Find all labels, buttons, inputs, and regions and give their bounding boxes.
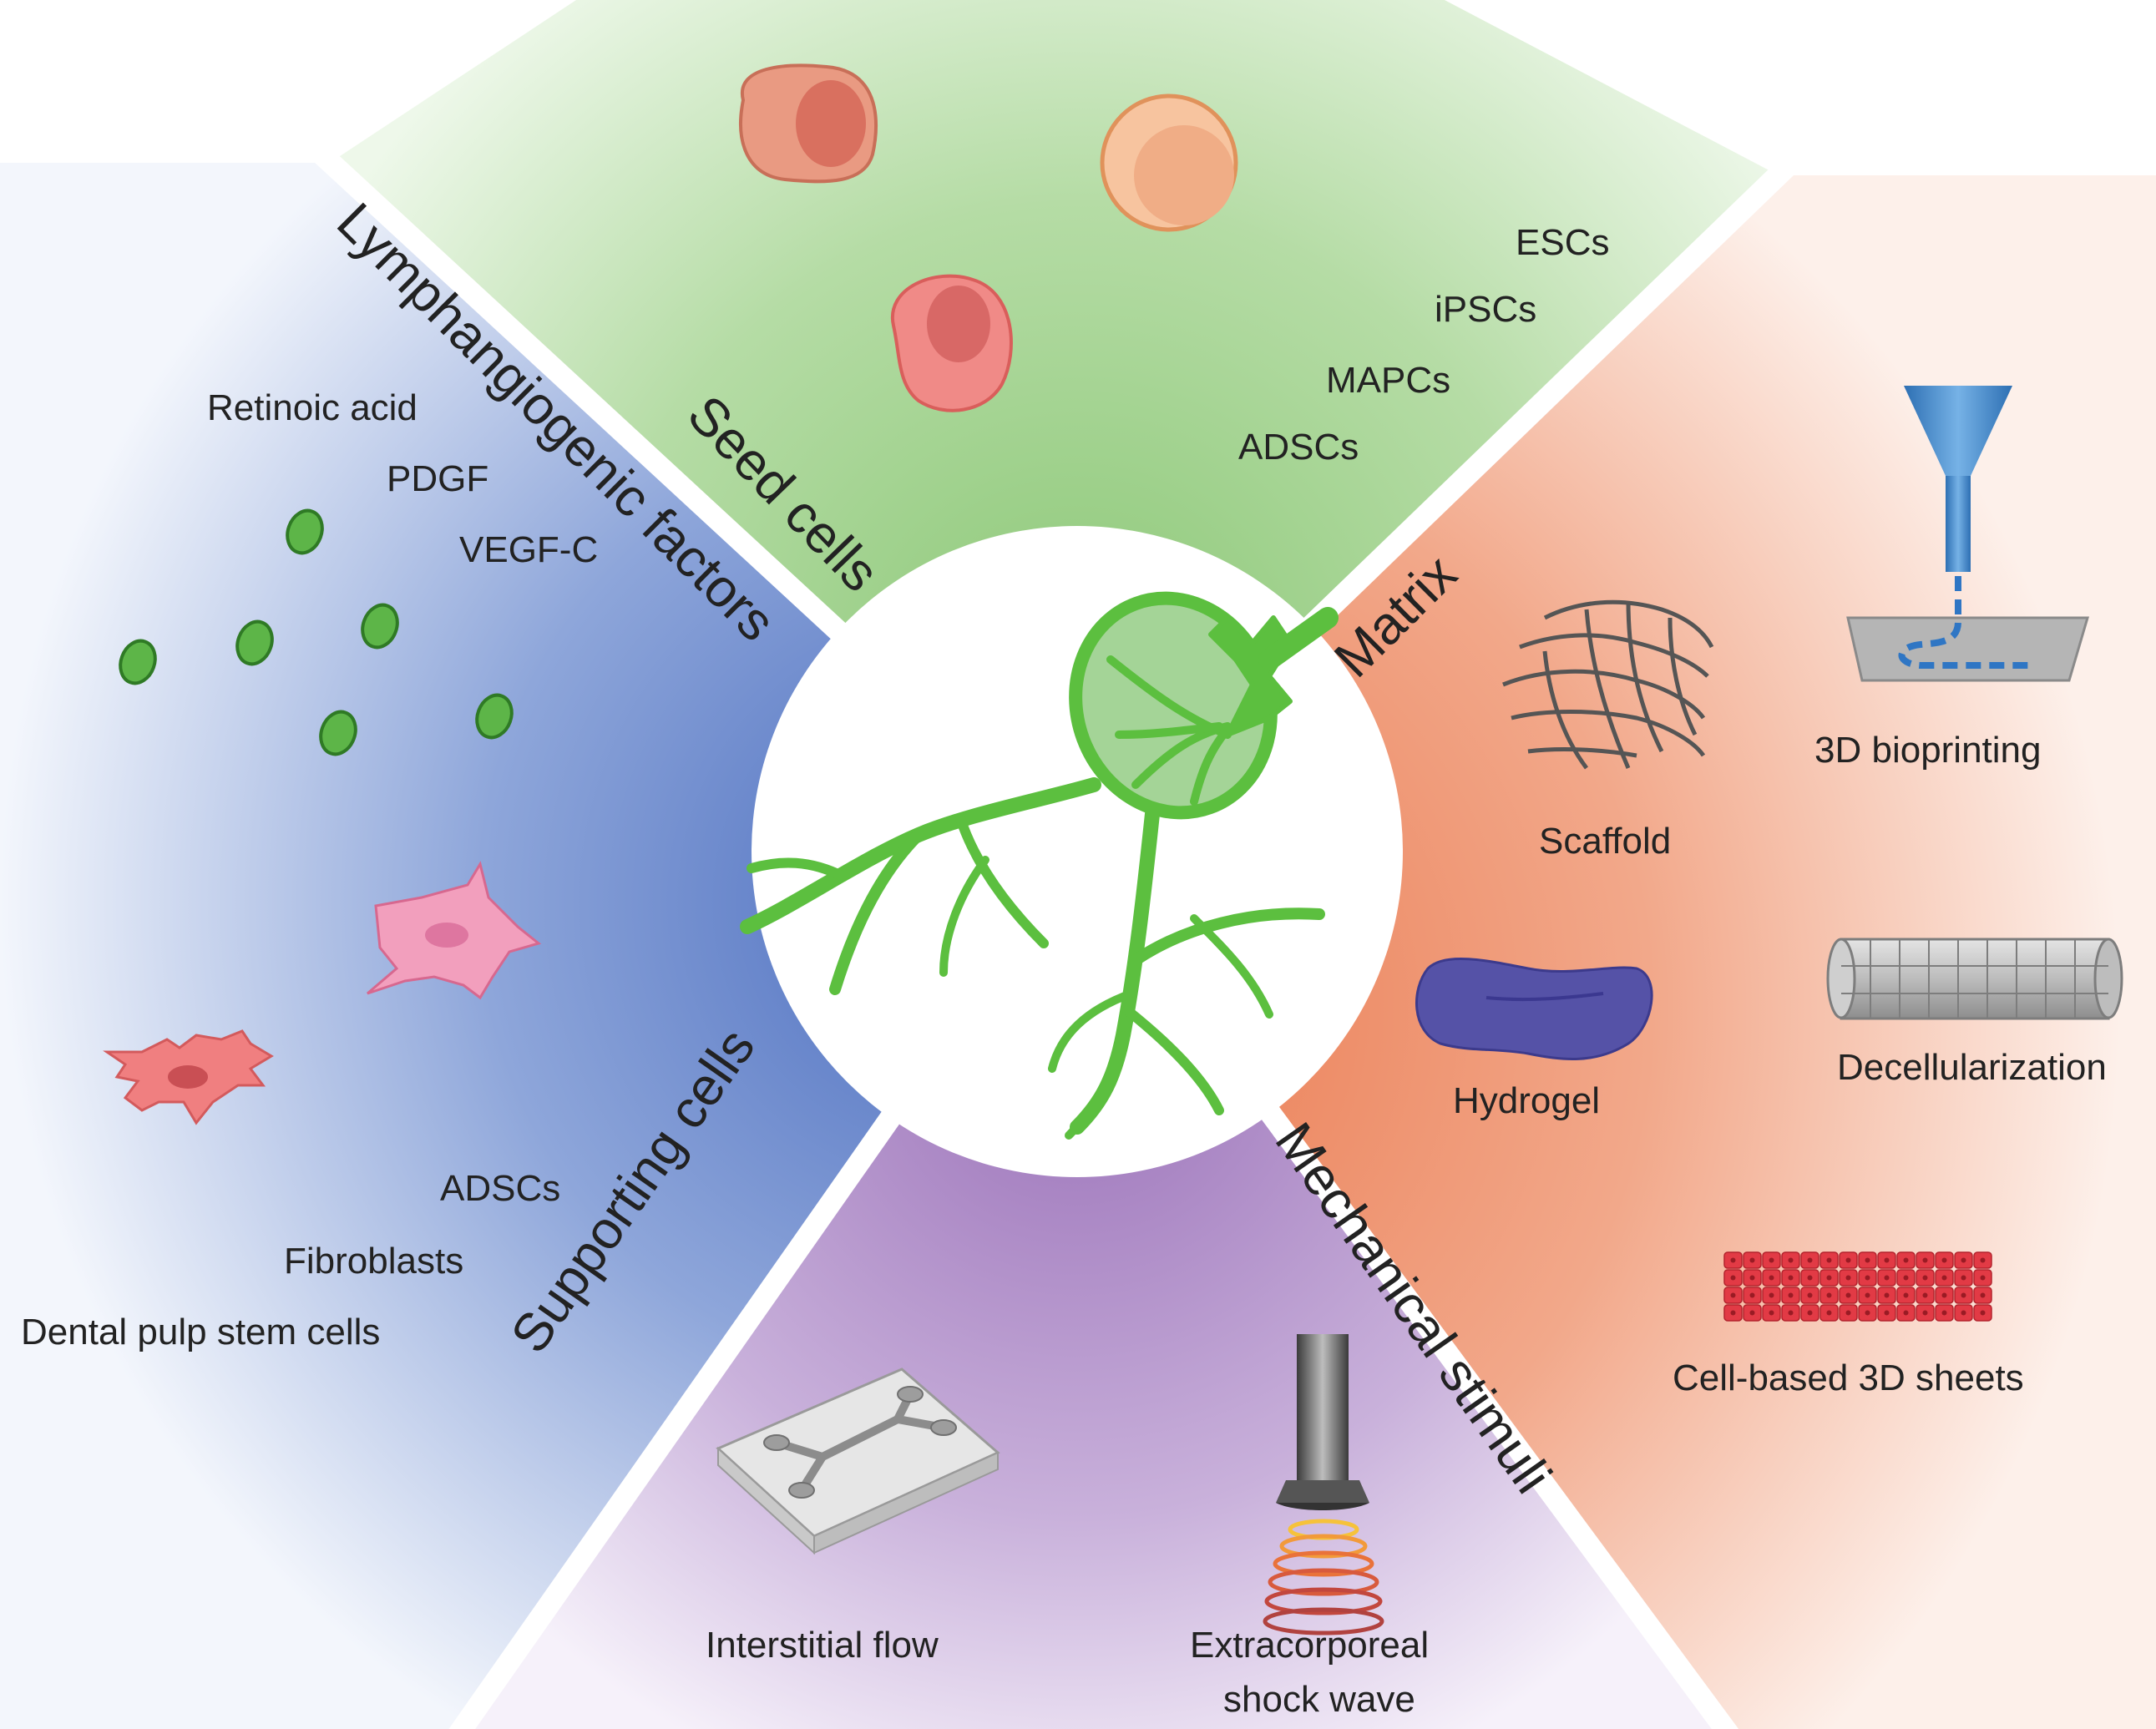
cell-sheet-nucleus <box>1749 1257 1755 1263</box>
scaffold-icon <box>1502 599 1714 770</box>
cell-sheet-icon <box>1723 1251 1992 1322</box>
mechanical-label: Extracorporeal <box>1190 1625 1429 1666</box>
cell-sheet-nucleus <box>1865 1292 1870 1298</box>
cell-sheet-nucleus <box>1769 1310 1774 1316</box>
hydrogel-icon <box>1415 957 1653 1060</box>
factor-label: PDGF <box>387 458 488 499</box>
cell-sheet-nucleus <box>1961 1257 1966 1263</box>
cell-sheet-nucleus <box>1807 1275 1813 1281</box>
cell-sheet-nucleus <box>1845 1275 1851 1281</box>
cell-sheet-nucleus <box>1826 1275 1832 1281</box>
stem-cell-icon <box>739 63 878 184</box>
cell-sheet-nucleus <box>1769 1292 1774 1298</box>
cell-sheet-nucleus <box>1941 1257 1947 1263</box>
cell-sheet-nucleus <box>1980 1257 1986 1263</box>
cell-sheet-nucleus <box>1749 1310 1755 1316</box>
matrix-label: Cell-based 3D sheets <box>1673 1357 2024 1398</box>
cell-sheet-nucleus <box>1826 1257 1832 1263</box>
cell-sheet-nucleus <box>1980 1292 1986 1298</box>
stem-cell-icon <box>1100 94 1238 232</box>
seed-cell-label: ADSCs <box>1238 427 1359 468</box>
fibroblast-cell-icon <box>367 861 542 1000</box>
cell-sheet-nucleus <box>1845 1257 1851 1263</box>
cell-sheet-nucleus <box>1749 1275 1755 1281</box>
cell-sheet-nucleus <box>1749 1292 1755 1298</box>
cell-sheet-nucleus <box>1788 1310 1794 1316</box>
seed-cell-label: MAPCs <box>1326 360 1450 401</box>
cell-sheet-nucleus <box>1730 1275 1736 1281</box>
factor-label: VEGF-C <box>459 529 598 570</box>
supporting-cell-label: ADSCs <box>440 1168 560 1209</box>
cell-sheet-nucleus <box>1980 1310 1986 1316</box>
cell-sheet-nucleus <box>1807 1292 1813 1298</box>
seed-cell-label: ESCs <box>1516 222 1609 263</box>
cell-sheet-nucleus <box>1903 1275 1909 1281</box>
cell-sheet-nucleus <box>1730 1310 1736 1316</box>
cell-sheet-nucleus <box>1865 1275 1870 1281</box>
cell-sheet-nucleus <box>1922 1310 1928 1316</box>
cell-sheet-nucleus <box>1922 1257 1928 1263</box>
cell-sheet-nucleus <box>1941 1275 1947 1281</box>
decellularized-tube-icon <box>1826 938 2123 1020</box>
cell-sheet-nucleus <box>1903 1257 1909 1263</box>
cell-sheet-nucleus <box>1865 1257 1870 1263</box>
cell-sheet-nucleus <box>1884 1257 1890 1263</box>
cell-sheet-nucleus <box>1922 1275 1928 1281</box>
cell-sheet-nucleus <box>1941 1310 1947 1316</box>
cell-sheet-nucleus <box>1961 1275 1966 1281</box>
cell-sheet-nucleus <box>1807 1257 1813 1263</box>
shock-wave-probe-icon <box>1263 1334 1384 1635</box>
seed-cell-label: iPSCs <box>1435 289 1536 330</box>
cell-sheet-nucleus <box>1845 1310 1851 1316</box>
microfluidic-chip-icon <box>716 1368 1000 1555</box>
matrix-label: Hydrogel <box>1453 1080 1600 1121</box>
matrix-label: 3D bioprinting <box>1814 730 2042 771</box>
stem-cell-icon <box>890 274 1013 412</box>
supporting-cell-label: Dental pulp stem cells <box>21 1312 380 1352</box>
cell-sheet-nucleus <box>1769 1275 1774 1281</box>
matrix-label: Scaffold <box>1539 821 1671 862</box>
cell-sheet-nucleus <box>1884 1292 1890 1298</box>
cell-sheet-nucleus <box>1826 1310 1832 1316</box>
cell-sheet-nucleus <box>1884 1275 1890 1281</box>
cell-sheet-nucleus <box>1730 1292 1736 1298</box>
cell-sheet-nucleus <box>1788 1275 1794 1281</box>
cell-sheet-nucleus <box>1941 1292 1947 1298</box>
fibroblast-cell-icon <box>103 1029 274 1125</box>
cell-sheet-nucleus <box>1884 1310 1890 1316</box>
cell-sheet-nucleus <box>1980 1275 1986 1281</box>
cell-sheet-nucleus <box>1788 1292 1794 1298</box>
lymph-node-vessel-icon <box>740 591 1339 1140</box>
mechanical-label: shock wave <box>1223 1679 1415 1720</box>
cell-sheet-nucleus <box>1903 1310 1909 1316</box>
supporting-cells-sector <box>0 163 1077 1729</box>
cell-sheet-nucleus <box>1865 1310 1870 1316</box>
matrix-sector <box>1077 175 2156 1729</box>
matrix-label: Decellularization <box>1837 1047 2107 1088</box>
cell-sheet-nucleus <box>1961 1310 1966 1316</box>
cell-sheet-nucleus <box>1807 1310 1813 1316</box>
cell-sheet-nucleus <box>1826 1292 1832 1298</box>
growth-factor-molecule-icon <box>119 508 514 756</box>
cell-sheet-nucleus <box>1961 1292 1966 1298</box>
bioprinter-icon <box>1846 386 2090 682</box>
cell-sheet-nucleus <box>1903 1292 1909 1298</box>
factor-label: Retinoic acid <box>207 387 418 428</box>
supporting-cell-label: Fibroblasts <box>284 1241 463 1282</box>
cell-sheet-nucleus <box>1769 1257 1774 1263</box>
cell-sheet-nucleus <box>1730 1257 1736 1263</box>
cell-sheet-nucleus <box>1788 1257 1794 1263</box>
cell-sheet-nucleus <box>1845 1292 1851 1298</box>
cell-sheet-nucleus <box>1922 1292 1928 1298</box>
mechanical-label: Interstitial flow <box>706 1625 939 1666</box>
seed-cells-sector <box>330 0 1779 852</box>
